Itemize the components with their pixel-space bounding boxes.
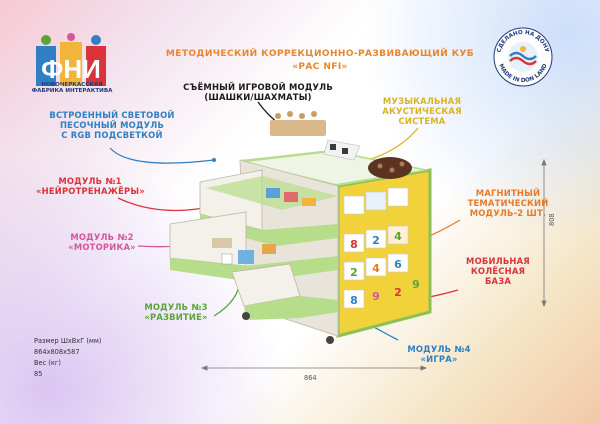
callout-sand-line3: С RGB ПОДСВЕТКОЙ	[61, 130, 163, 140]
callout-module1-line2: «НЕЙРОТРЕНАЖЁРЫ»	[36, 186, 145, 196]
logo-letters: ФНИ	[41, 54, 101, 84]
page-title: МЕТОДИЧЕСКИЙ КОРРЕКЦИОННО-РАЗВИВАЮЩИЙ КУ…	[150, 48, 490, 74]
cabinet-illustration	[169, 111, 432, 344]
callout-sand-module: ВСТРОЕННЫЙ СВЕТОВОЙ ПЕСОЧНЫЙ МОДУЛЬ С RG…	[30, 110, 194, 140]
weight-label: Вес (кг)	[34, 359, 61, 367]
callout-mobile-base: МОБИЛЬНАЯ КОЛЁСНАЯ БАЗА	[452, 256, 544, 286]
callout-game-module: СЪЁМНЫЙ ИГРОВОЙ МОДУЛЬ (ШАШКИ/ШАХМАТЫ)	[178, 82, 338, 102]
connector-sand	[109, 147, 215, 164]
callout-magnetic-line1: МАГНИТНЫЙ	[475, 188, 541, 198]
callout-music: МУЗЫКАЛЬНАЯ АКУСТИЧЕСКАЯ СИСТЕМА	[372, 96, 472, 126]
callout-module3-line2: «РАЗВИТИЕ»	[144, 312, 208, 322]
callout-module2-line1: МОДУЛЬ №2	[70, 232, 134, 242]
callout-mobile-line1: МОБИЛЬНАЯ	[466, 256, 530, 266]
weight-value: 85	[34, 370, 43, 378]
callout-module1-line1: МОДУЛЬ №1	[58, 176, 122, 186]
callout-music-line2: АКУСТИЧЕСКАЯ	[382, 106, 462, 116]
side-panel-tiles: 8 2 4 2 4 6 8 9 2 9	[343, 187, 420, 309]
callout-magnetic: МАГНИТНЫЙ ТЕМАТИЧЕСКИЙ МОДУЛЬ-2 ШТ.	[446, 188, 570, 218]
spec-block: Размер ШхВхГ (мм) 864х808х587 Вес (кг) 8…	[34, 336, 101, 380]
logo-line2: ФАБРИКА ИНТЕРАКТИВА	[31, 88, 113, 95]
tile-1: 8	[350, 238, 358, 251]
tile-6: 6	[394, 258, 402, 271]
callout-module2-line2: «МОТОРИКА»	[68, 242, 136, 252]
title-line2: «РАС NFI»	[292, 62, 348, 72]
tile-3: 4	[394, 230, 402, 243]
callout-magnetic-line2: ТЕМАТИЧЕСКИЙ	[467, 198, 549, 208]
callout-module3: МОДУЛЬ №3 «РАЗВИТИЕ»	[128, 302, 224, 322]
callout-magnetic-line3: МОДУЛЬ-2 ШТ.	[469, 208, 547, 218]
callout-music-line3: СИСТЕМА	[398, 116, 446, 126]
callout-game-module-line1: СЪЁМНЫЙ ИГРОВОЙ МОДУЛЬ	[183, 82, 333, 92]
size-value: 864х808х587	[34, 348, 80, 356]
callout-module3-line1: МОДУЛЬ №3	[144, 302, 208, 312]
tile-9: 2	[394, 286, 402, 299]
size-label: Размер ШхВхГ (мм)	[34, 337, 102, 345]
tile-7: 8	[350, 294, 358, 307]
tile-4: 2	[350, 266, 358, 279]
tile-8: 9	[372, 290, 380, 303]
tile-5: 4	[372, 262, 380, 275]
callout-module4-line1: МОДУЛЬ №4	[407, 344, 471, 354]
made-in-don-badge: СДЕЛАНО НА ДОНУ MADE IN DON LAND	[493, 27, 553, 87]
width-dimension: 864	[304, 374, 317, 382]
title-line1: МЕТОДИЧЕСКИЙ КОРРЕКЦИОННО-РАЗВИВАЮЩИЙ КУ…	[165, 49, 475, 59]
callout-sand-line2: ПЕСОЧНЫЙ МОДУЛЬ	[59, 120, 165, 130]
callout-game-module-line2: (ШАШКИ/ШАХМАТЫ)	[204, 92, 312, 102]
connector-music	[367, 127, 419, 161]
callout-module1: МОДУЛЬ №1 «НЕЙРОТРЕНАЖЁРЫ»	[36, 176, 145, 196]
callout-module2: МОДУЛЬ №2 «МОТОРИКА»	[54, 232, 150, 252]
logo-caption: НОВОЧЕРКАССКАЯ ФАБРИКА ИНТЕРАКТИВА	[30, 82, 114, 95]
logo-line1: НОВОЧЕРКАССКАЯ	[41, 82, 103, 88]
factory-logo: ФНИ	[36, 33, 106, 86]
callout-module4: МОДУЛЬ №4 «ИГРА»	[394, 344, 484, 364]
tile-10: 9	[412, 278, 420, 291]
callout-mobile-line2: КОЛЁСНАЯ	[470, 266, 526, 276]
callout-music-line1: МУЗЫКАЛЬНАЯ	[382, 96, 462, 106]
callout-sand-line1: ВСТРОЕННЫЙ СВЕТОВОЙ	[49, 110, 175, 120]
tile-2: 2	[372, 234, 380, 247]
callout-mobile-line3: БАЗА	[484, 276, 512, 286]
callout-module4-line2: «ИГРА»	[420, 354, 458, 364]
height-dimension: 808	[548, 213, 556, 226]
